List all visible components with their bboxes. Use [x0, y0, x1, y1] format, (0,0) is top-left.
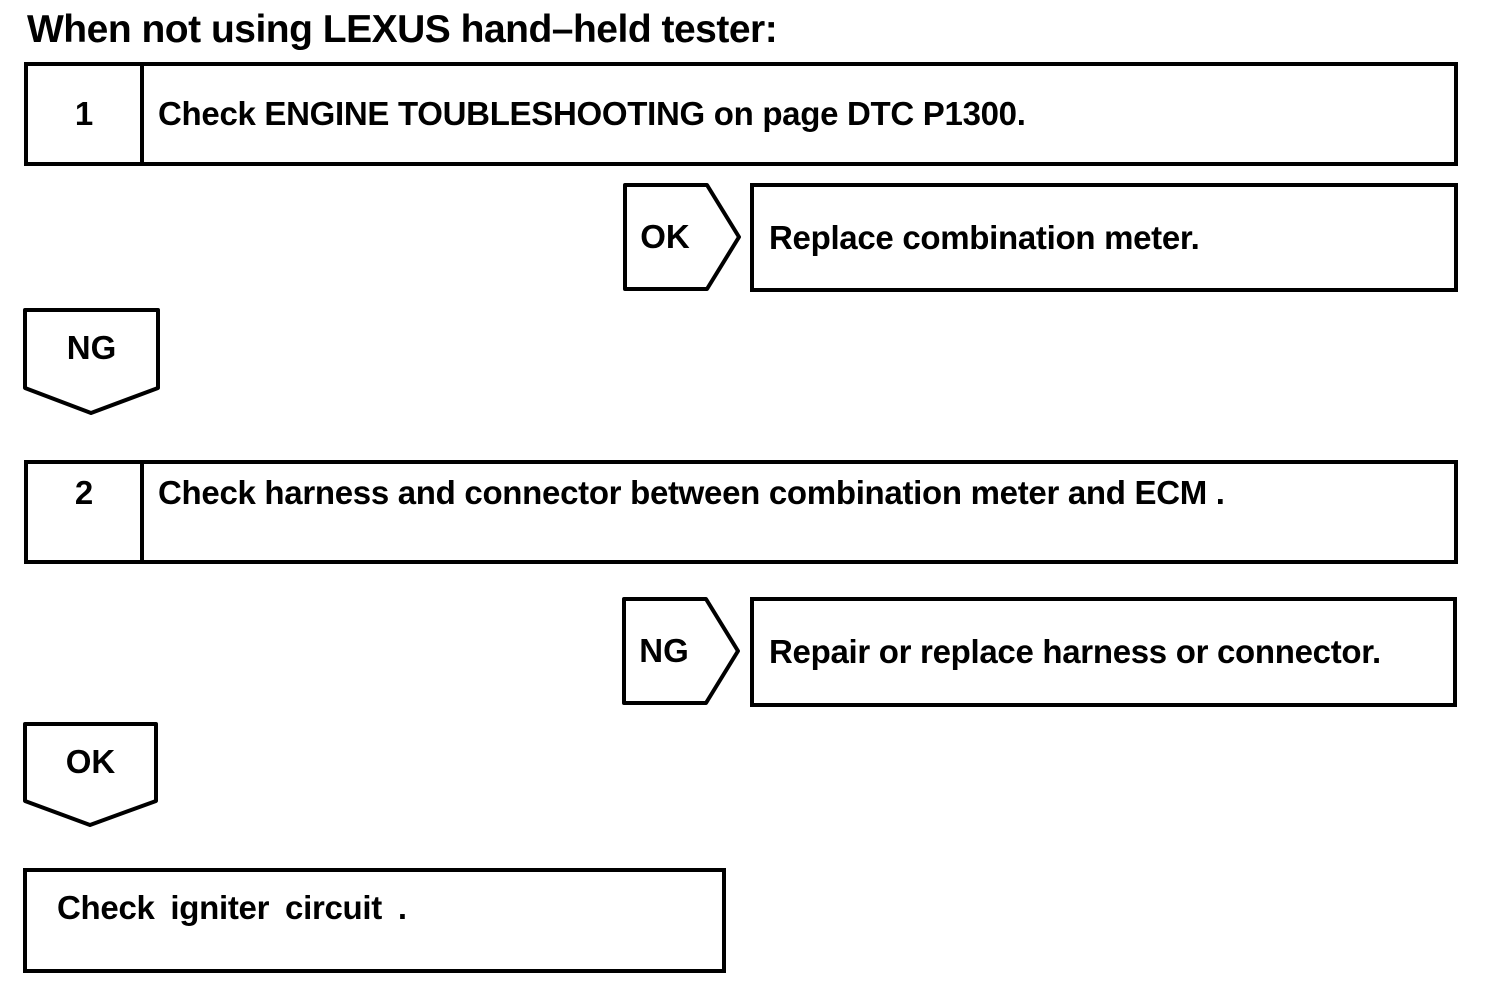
ng-branch-arrow: NG	[622, 597, 740, 705]
branch-2-result-text: Repair or replace harness or connector.	[769, 633, 1381, 670]
ng-connector-label: NG	[66, 329, 117, 366]
arrow-down-pentagon-icon	[23, 308, 160, 415]
step-1-instruction-cell: Check ENGINE TOUBLESHOOTING on page DTC …	[144, 66, 1454, 162]
page-title: When not using LEXUS hand–held tester:	[27, 8, 778, 51]
step-1-instruction: Check ENGINE TOUBLESHOOTING on page DTC …	[158, 95, 1026, 132]
step-2-instruction-cell: Check harness and connector between comb…	[144, 464, 1454, 560]
step-2-box: 2 Check harness and connector between co…	[24, 460, 1458, 564]
ng-connector-down: NG	[23, 308, 160, 416]
ok-branch-label: OK	[640, 218, 690, 255]
step-2-instruction: Check harness and connector between comb…	[158, 474, 1225, 511]
step-1-box: 1 Check ENGINE TOUBLESHOOTING on page DT…	[24, 62, 1458, 166]
ok-branch-arrow: OK	[623, 183, 741, 291]
arrow-right-pentagon-icon	[622, 597, 740, 705]
step-2-number: 2	[74, 474, 94, 511]
ok-connector-label: OK	[65, 743, 116, 780]
arrow-right-pentagon-icon	[623, 183, 741, 291]
replace-combination-meter-box: Replace combination meter.	[750, 183, 1458, 292]
branch-1-result-text: Replace combination meter.	[769, 218, 1200, 256]
repair-harness-box: Repair or replace harness or connector.	[750, 597, 1457, 707]
step-1-number-cell: 1	[28, 66, 144, 162]
arrow-down-pentagon-icon	[23, 722, 158, 827]
ng-branch-label: NG	[639, 632, 689, 669]
check-igniter-circuit-box: Check igniter circuit .	[23, 868, 726, 973]
ok-connector-down: OK	[23, 722, 158, 828]
step-2-number-cell: 2	[28, 464, 144, 560]
terminal-instruction: Check igniter circuit .	[57, 889, 407, 926]
step-1-number: 1	[74, 95, 94, 132]
